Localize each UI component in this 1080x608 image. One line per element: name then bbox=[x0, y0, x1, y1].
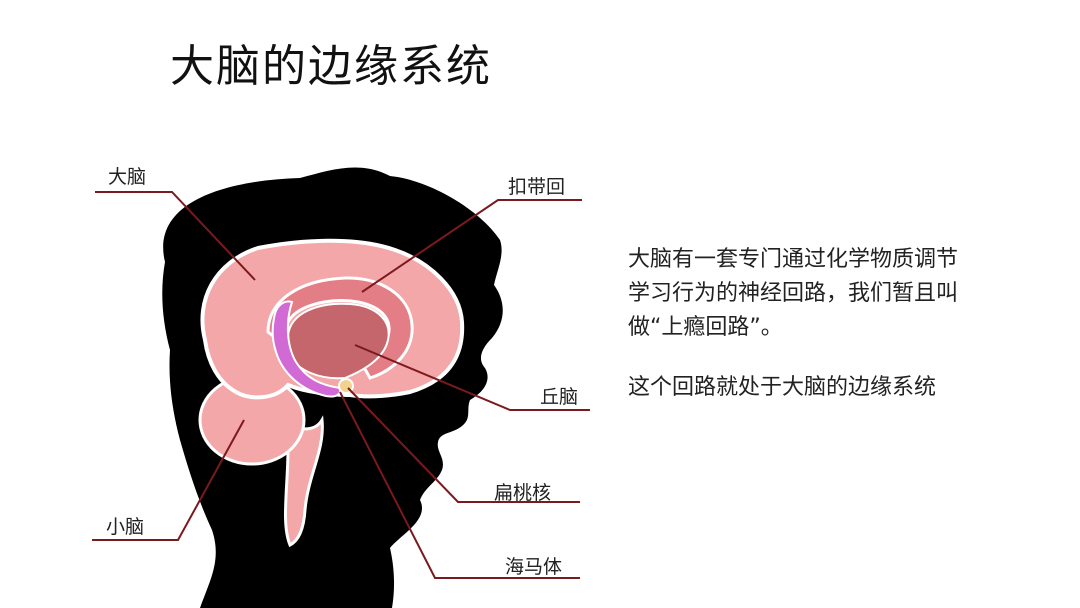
leader-line-amygdala bbox=[347, 387, 580, 503]
slide-title: 大脑的边缘系统 bbox=[170, 41, 492, 92]
label-cerebrum: 大脑 bbox=[108, 166, 147, 188]
leader-line-cingulate bbox=[361, 199, 582, 293]
leader-lines bbox=[92, 191, 590, 579]
leader-line-thalamus bbox=[354, 344, 590, 411]
label-amygdala: 扁桃核 bbox=[494, 482, 552, 504]
label-thalamus: 丘脑 bbox=[540, 386, 579, 408]
leader-line-cerebellum bbox=[92, 419, 245, 541]
thalamus-shape bbox=[286, 302, 390, 380]
label-cingulate: 扣带回 bbox=[508, 176, 566, 198]
body-text-line-2: 学习行为的神经回路，我们暂且叫 bbox=[628, 281, 959, 306]
body-text-line-1: 大脑有一套专门通过化学物质调节 bbox=[628, 247, 959, 272]
leader-line-cerebrum bbox=[95, 191, 256, 281]
leader-line-hippocampus bbox=[339, 391, 580, 579]
brainstem bbox=[283, 415, 324, 548]
body-text-line-4: 这个回路就处于大脑的边缘系统 bbox=[628, 375, 937, 400]
hair-tuft bbox=[300, 169, 380, 186]
body-text-line-3: 做“上瘾回路”。 bbox=[628, 315, 783, 340]
label-cerebellum: 小脑 bbox=[106, 516, 145, 538]
label-hippocampus: 海马体 bbox=[505, 556, 563, 578]
